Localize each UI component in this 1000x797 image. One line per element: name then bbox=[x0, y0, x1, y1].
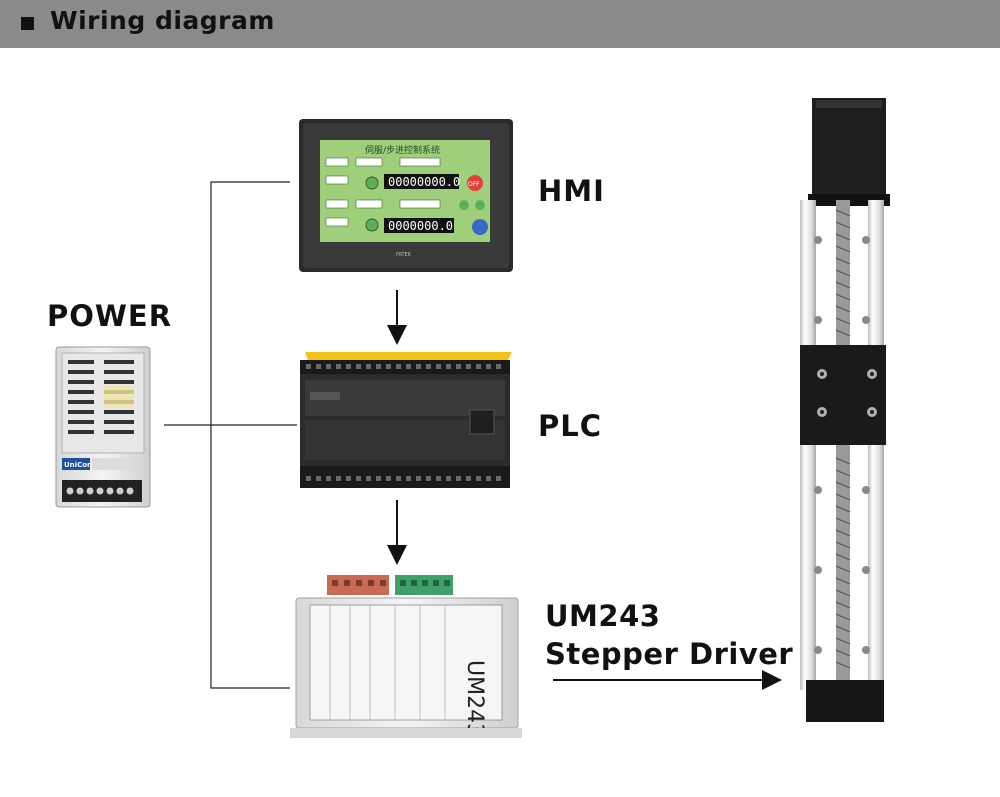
wiring-lines bbox=[164, 181, 297, 689]
stepper-driver-label-line1: UM243 bbox=[545, 599, 661, 633]
hmi-counter-1: 00000000.0 bbox=[388, 175, 460, 189]
stepper-driver-image: UM243 bbox=[290, 575, 522, 738]
stepper-driver-label: UM243 Stepper Driver bbox=[545, 597, 793, 673]
plc-label: PLC bbox=[538, 409, 603, 443]
plc-image bbox=[300, 352, 512, 488]
driver-model-text: UM243 bbox=[462, 660, 487, 737]
linear-actuator-image bbox=[800, 98, 890, 722]
page-title: Wiring diagram bbox=[50, 6, 275, 35]
power-supply-image: UniCon bbox=[55, 346, 151, 508]
hmi-counter-2: 0000000.0 bbox=[388, 219, 453, 233]
stepper-driver-label-line2: Stepper Driver bbox=[545, 637, 794, 671]
header-bar: Wiring diagram bbox=[0, 0, 1000, 48]
power-brand: UniCon bbox=[64, 461, 92, 469]
hmi-label: HMI bbox=[538, 174, 605, 208]
header-square-icon bbox=[21, 17, 34, 30]
hmi-brand: FATEK bbox=[396, 252, 412, 258]
power-label: POWER bbox=[47, 299, 173, 333]
hmi-screen-title: 伺服/步进控制系统 bbox=[365, 144, 440, 156]
arrows bbox=[387, 290, 782, 690]
hmi-image: 伺服/步进控制系统 00000000.0 0000000.0 OFF FATEK bbox=[299, 119, 513, 272]
wire-to-hmi bbox=[210, 181, 290, 689]
hmi-off-label-1: OFF bbox=[468, 181, 480, 188]
